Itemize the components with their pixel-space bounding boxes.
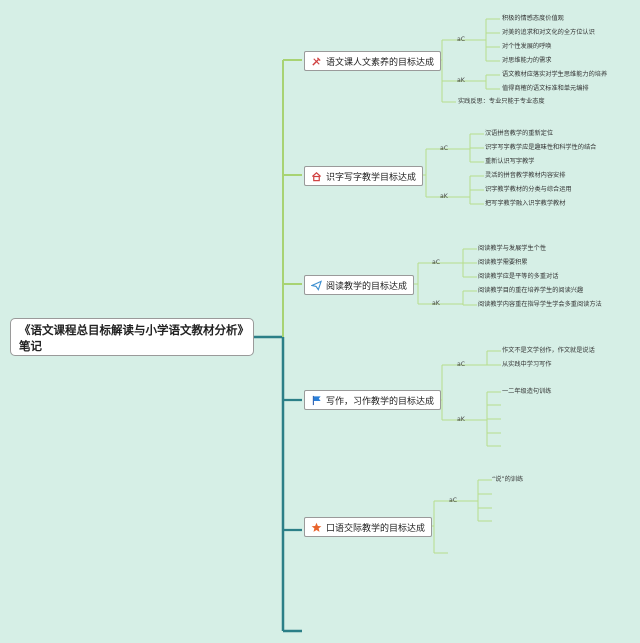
leaf-item[interactable]: 阅读教学内容重在指导学生学会多重阅读方法 bbox=[478, 301, 602, 308]
home-icon bbox=[311, 171, 322, 182]
ac-label: aC bbox=[440, 145, 449, 152]
leaf-item[interactable]: 识字教学教材的分类与综合运用 bbox=[485, 186, 572, 193]
leaf-item[interactable]: 重新认识写字教学 bbox=[485, 158, 535, 165]
ac-label: aC bbox=[432, 259, 441, 266]
leaf-item[interactable]: 积极的情感态度价值观 bbox=[502, 15, 564, 22]
leaf-item[interactable]: 把写字教学融入识字教学教材 bbox=[485, 200, 566, 207]
ak-label: aK bbox=[457, 77, 465, 84]
ac-label: aC bbox=[457, 361, 466, 368]
branch-title: 识字写字教学目标达成 bbox=[326, 172, 417, 183]
branch-humanities-literacy[interactable]: 语文课人文素养的目标达成 bbox=[304, 51, 442, 71]
branch-title: 口语交际教学的目标达成 bbox=[326, 523, 426, 534]
leaf-item[interactable]: 值得商榷的语文标准和单元编排 bbox=[502, 85, 589, 92]
leaf-item[interactable]: 阅读教学目的重在培养学生的阅读兴趣 bbox=[478, 287, 584, 294]
ac-label: aC bbox=[457, 36, 466, 43]
flag-icon bbox=[311, 395, 322, 406]
branch-title: 写作，习作教学的目标达成 bbox=[326, 396, 435, 407]
leaf-item[interactable]: 对个性发展的呼唤 bbox=[502, 43, 552, 50]
tools-icon bbox=[311, 56, 322, 67]
star-icon bbox=[311, 522, 322, 533]
ak-label: aK bbox=[440, 193, 448, 200]
leaf-item[interactable]: 阅读教学应是平等的多重对话 bbox=[478, 273, 559, 280]
leaf-item[interactable]: 阅读教学与发展学生个性 bbox=[478, 245, 547, 252]
branch-literacy-writing[interactable]: 识字写字教学目标达成 bbox=[304, 166, 424, 186]
leaf-item[interactable]: 对思维能力的需求 bbox=[502, 57, 552, 64]
leaf-item[interactable]: 汉语拼音教学的重新定位 bbox=[485, 130, 554, 137]
practice-reflection[interactable]: 实践反思：专业只能于专业态度 bbox=[458, 98, 545, 105]
leaf-item[interactable]: 识字写字教学应是趣味性和科学性的结合 bbox=[485, 144, 597, 151]
leaf-item[interactable]: 灵活的拼音教学教材内容安排 bbox=[485, 172, 566, 179]
root-title-line-2: 笔记 bbox=[19, 339, 42, 353]
branch-title: 阅读教学的目标达成 bbox=[326, 281, 408, 292]
root-title-line-1: 《语文课程总目标解读与小学语文教材分析》 bbox=[19, 323, 249, 337]
leaf-item[interactable]: “说”的训练 bbox=[492, 476, 524, 483]
branch-reading[interactable]: 阅读教学的目标达成 bbox=[304, 275, 415, 295]
leaf-item[interactable]: 对美的追求和对文化的全方位认识 bbox=[502, 29, 595, 36]
paper-plane-icon bbox=[311, 279, 322, 291]
leaf-item[interactable]: 作文不是文学创作，作文就是说话 bbox=[502, 347, 595, 354]
ac-label: aC bbox=[449, 497, 458, 504]
leaf-item[interactable]: 从实践中学习写作 bbox=[502, 361, 552, 368]
leaf-item[interactable]: 语文教材应落实对学生思维能力的培养 bbox=[502, 71, 608, 78]
leaf-item[interactable]: 一二年级造句训练 bbox=[502, 388, 552, 395]
leaf-item[interactable]: 阅读教学需要积累 bbox=[478, 259, 528, 266]
branch-composition[interactable]: 写作，习作教学的目标达成 bbox=[304, 390, 442, 410]
branch-oral-communication[interactable]: 口语交际教学的目标达成 bbox=[304, 517, 433, 537]
root-topic[interactable]: 《语文课程总目标解读与小学语文教材分析》 笔记 bbox=[10, 318, 254, 356]
ak-label: aK bbox=[457, 416, 465, 423]
ak-label: aK bbox=[432, 300, 440, 307]
branch-title: 语文课人文素养的目标达成 bbox=[326, 57, 435, 68]
